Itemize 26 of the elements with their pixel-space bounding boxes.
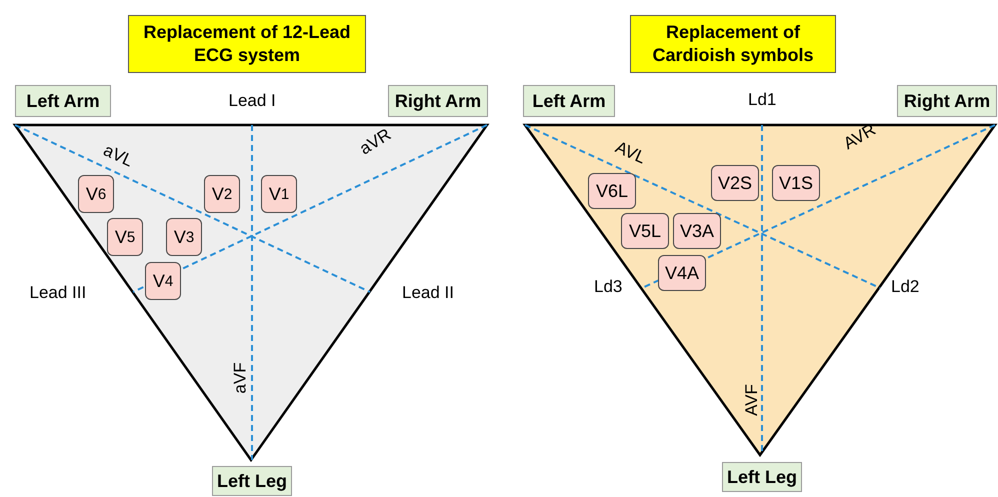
lead-label: aVR	[356, 124, 394, 160]
electrode-box: V4A	[658, 255, 706, 291]
limb-label-box: Left Arm	[523, 85, 615, 117]
electrode-box: V5L	[621, 213, 669, 249]
lead-label: aVF	[230, 362, 250, 394]
limb-label-box: Left Leg	[722, 462, 802, 492]
title-box: Replacement of Cardioish symbols	[630, 15, 836, 73]
electrode-box: V1S	[772, 165, 820, 201]
lead-label: Lead I	[228, 91, 276, 111]
lead-label: Ld1	[748, 90, 776, 110]
lead-label: AVR	[840, 120, 880, 154]
title-box: Replacement of 12-Lead ECG system	[128, 15, 366, 73]
limb-label-box: Right Arm	[388, 85, 488, 117]
lead-label: Lead II	[402, 283, 454, 303]
electrode-box: V2S	[711, 165, 759, 201]
lead-label: Ld2	[891, 277, 920, 297]
lead-label: aVL	[100, 140, 136, 172]
lead-label: AVF	[742, 384, 762, 416]
lead-label: AVL	[612, 138, 648, 168]
lead-label: Lead III	[30, 283, 86, 303]
electrode-box: V6L	[588, 173, 636, 209]
limb-label-box: Right Arm	[897, 85, 997, 117]
limb-label-box: Left Leg	[212, 466, 292, 496]
electrode-box: V3A	[673, 213, 721, 249]
lead-label: Ld3	[594, 277, 622, 297]
limb-label-box: Left Arm	[15, 85, 111, 117]
